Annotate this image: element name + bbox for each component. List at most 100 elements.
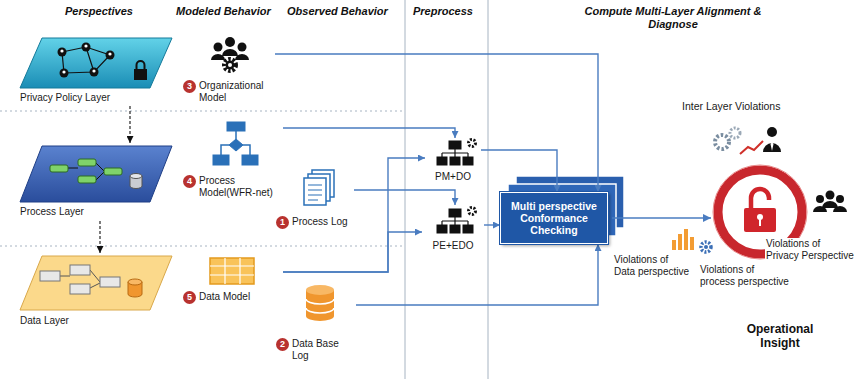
process-model-icon-part [227, 122, 245, 131]
process-model-icon-part [221, 131, 250, 155]
process-model-icon-part [229, 139, 243, 151]
preprocess-item: PE+EDO [422, 205, 484, 257]
preprocess-icon-part [450, 157, 460, 165]
callout-row: 1Process Log [276, 216, 354, 229]
process-log-icon [304, 170, 334, 205]
organization-icon-part [214, 43, 223, 52]
inter-layer-icons-part [771, 142, 774, 151]
model-item: 4Process Model(WFR-net) [183, 120, 283, 205]
data-layer-plate-part [100, 277, 120, 287]
log-item: 2Data Base Log [276, 282, 356, 368]
privacy-layer-plate-part [20, 38, 172, 88]
data-model-icon-part [210, 258, 254, 284]
privacy-people-icon-part [826, 191, 835, 200]
privacy-layer-plate-part [106, 51, 115, 60]
text-wrap: Data Layer [15, 315, 175, 327]
preprocess-icon-part [463, 157, 473, 165]
violation-label: Violations of process perspective [700, 264, 790, 288]
layer-link-arrow [129, 106, 130, 143]
text-wrap: PM+DO [425, 171, 481, 183]
separator-lines-part [0, 111, 405, 112]
process-layer-plate-part [50, 165, 68, 172]
preprocess-icon-part [437, 225, 447, 233]
inter-layer-icons [715, 127, 781, 154]
diagnosis-ring-part [744, 208, 776, 232]
process-model-icon-part [242, 155, 258, 165]
flow-arrow [356, 244, 598, 305]
organization-icon-part [225, 37, 235, 47]
process-layer-plate-part [78, 176, 96, 183]
database-log-icon-part [306, 285, 334, 295]
preprocess-icon [437, 140, 476, 166]
inter-layer-icons-part [715, 135, 729, 149]
model-item: 5Data Model [183, 253, 283, 311]
flow-arrow [283, 128, 455, 138]
privacy-people-icon-part [816, 195, 824, 203]
inter-layer-icons-part [767, 127, 777, 137]
process-model-icon [213, 122, 258, 165]
data-layer-plate [20, 256, 172, 310]
privacy-people-icon [813, 191, 847, 213]
data-model-icon-part [210, 258, 254, 284]
text-wrap: Multi perspective Conformance Checking [505, 200, 603, 236]
callout-number: 4 [183, 175, 196, 188]
preprocess-icon-part [442, 217, 468, 225]
text-wrap: Process Layer [15, 206, 175, 218]
privacy-people-icon-part [836, 195, 844, 203]
flow-arrow [275, 54, 598, 192]
box-label: Multi perspective Conformance Checking [505, 200, 603, 236]
layer-plate: Privacy Policy Layer [15, 35, 175, 106]
callout-row: 5Data Model [183, 291, 283, 304]
database-log-icon [306, 285, 334, 321]
data-layer-plate-part [70, 284, 90, 294]
violation-label: Violations of Privacy Perspective [765, 238, 856, 262]
inter-layer-icons-part [740, 141, 763, 154]
text-wrap: Privacy Policy Layer [15, 92, 175, 104]
layer-plate: Process Layer [15, 143, 175, 221]
layer-plate: Data Layer [15, 253, 175, 331]
violation-label: Inter Layer Violations [682, 100, 780, 113]
item-label: Data Base Log [292, 338, 344, 361]
process-model-icon-part [213, 155, 229, 165]
process-gear-icon-part [701, 242, 711, 252]
callout-row: 4Process Model(WFR-net) [183, 175, 283, 198]
privacy-layer-plate [20, 38, 172, 88]
item-label: Data Layer [15, 315, 175, 327]
privacy-layer-plate-part [82, 43, 91, 52]
privacy-layer-plate-part [137, 61, 145, 69]
preprocess-icon [437, 208, 476, 234]
organization-icon-part [228, 63, 232, 67]
output-arrow-part [612, 217, 711, 218]
flow-arrow [481, 150, 557, 192]
callout-number: 1 [276, 216, 289, 229]
column-header: Observed Behavior [287, 5, 388, 18]
inter-layer-icons-part [730, 128, 740, 138]
preprocess-icon-part [449, 141, 461, 149]
flow-arrow [354, 190, 455, 205]
organization-icon [211, 37, 249, 71]
column-header: Perspectives [65, 5, 133, 18]
process-log-icon-part [308, 185, 322, 200]
data-layer-plate-part [70, 265, 90, 275]
data-model-icon [210, 258, 254, 284]
process-layer-plate [20, 146, 172, 202]
preprocess-icon-part [469, 208, 476, 215]
callout-number: 2 [276, 338, 289, 351]
item-label: Organizational Model [199, 80, 273, 103]
data-chart-icon-part [684, 229, 688, 250]
process-log-icon-part [304, 178, 326, 205]
privacy-layer-plate-part [60, 49, 63, 52]
preprocess-icon-part [437, 157, 447, 165]
privacy-layer-plate-part [108, 52, 111, 55]
privacy-layer-plate-part [58, 48, 67, 57]
output-arrow [612, 218, 711, 219]
organization-icon-part [226, 61, 235, 70]
process-layer-plate-part [130, 174, 142, 179]
data-chart-icon-part [678, 234, 682, 250]
flow-arrow [484, 224, 500, 225]
column-header: Modeled Behavior [176, 5, 271, 18]
item-label: Data Model [199, 291, 269, 303]
process-gear-icon [701, 242, 711, 252]
